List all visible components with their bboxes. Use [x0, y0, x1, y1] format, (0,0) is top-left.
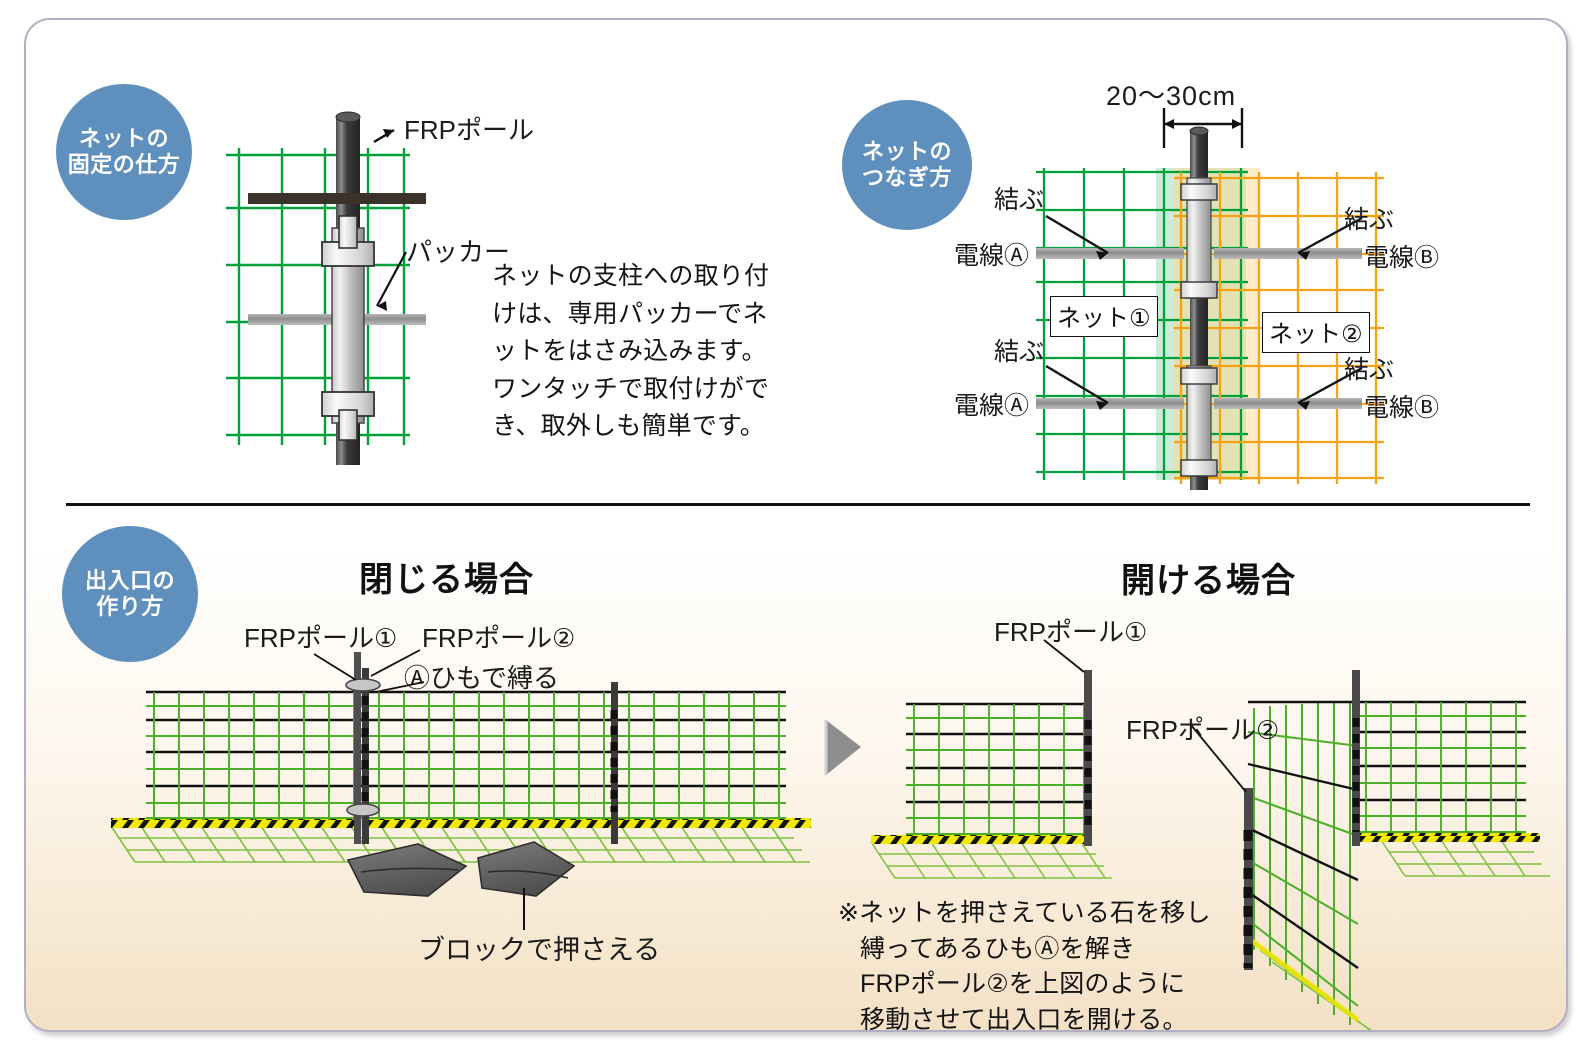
- label-open-frp-pole-1: FRPポール①: [994, 612, 1147, 649]
- block-rock-left: [346, 843, 468, 897]
- progress-arrow-triangle: [826, 720, 861, 775]
- badge-net-joining-line1: ネットの: [861, 139, 952, 165]
- heading-open-case-text: 開ける場合: [1121, 562, 1296, 600]
- label-dimension-text: 20〜30cm: [1106, 81, 1237, 111]
- closed-net-wall: [146, 690, 786, 820]
- label-tie-with-cord: Ⓐひもで縛る: [404, 658, 559, 695]
- heading-closed-case: 閉じる場合: [359, 552, 534, 601]
- label-closed-frp-pole-1-text: FRPポール①: [244, 623, 398, 653]
- label-closed-frp-pole-2: FRPポール②: [422, 618, 575, 655]
- label-wire-a-upper-text: 電線Ⓐ: [954, 242, 1030, 270]
- open-right-fence: [1358, 700, 1550, 877]
- fixing-description-line-3: ットをはさみ込みます。: [492, 337, 767, 365]
- label-wire-a-lower-text: 電線Ⓐ: [954, 392, 1030, 420]
- label-open-frp-pole-2: FRPポール②: [1126, 710, 1279, 747]
- open-case-note-line-2: 縛ってあるひもⒶを解き: [860, 934, 1136, 963]
- instruction-card: ネットの 固定の仕方: [24, 18, 1568, 1032]
- wire-a-lower-line: [1036, 398, 1184, 409]
- label-open-frp-pole-2-text: FRPポール②: [1126, 715, 1280, 745]
- wire-b-lower-line: [1214, 398, 1362, 409]
- label-hold-with-block-text: ブロックで押さえる: [418, 935, 661, 965]
- cord-ring-bottom: [346, 803, 380, 817]
- badge-gateway-line2: 作り方: [96, 594, 164, 619]
- panel-fixing-illustration: [226, 111, 426, 465]
- closed-ground-mesh: [110, 825, 810, 863]
- label-open-frp-pole-1-text: FRPポール①: [994, 617, 1148, 647]
- label-wire-b-lower-text: 電線Ⓑ: [1364, 394, 1440, 422]
- label-frp-pole-fixing-text: FRPポール: [404, 115, 535, 145]
- label-packer: パッカー: [406, 232, 510, 269]
- closed-hazard-stripe: [111, 818, 811, 828]
- wire-a-upper-line: [1036, 248, 1184, 259]
- fixing-description-line-5: き、取外しも簡単です。: [492, 412, 765, 440]
- label-tie-upper-right: 結ぶ: [1344, 200, 1394, 236]
- panel-joining-illustration: [1036, 108, 1384, 490]
- badge-net-fixing-line2: 固定の仕方: [67, 152, 181, 177]
- fixing-description-line-2: けは、専用パッカーでネ: [492, 299, 768, 328]
- label-net-1: ネット①: [1050, 296, 1158, 337]
- upper-wire: [248, 193, 426, 204]
- badge-net-joining: ネットの つなぎ方: [842, 100, 972, 230]
- heading-open-case: 開ける場合: [1121, 553, 1296, 602]
- open-swung-net-panel: [1246, 700, 1372, 1030]
- open-case-note-line-1: ※ネットを押さえている石を移し: [838, 899, 1211, 927]
- heading-closed-case-text: 閉じる場合: [359, 561, 534, 599]
- closed-frp-pole-1: [354, 652, 361, 844]
- label-wire-a-lower: 電線Ⓐ: [954, 386, 1029, 422]
- label-frp-pole-fixing: FRPポール: [404, 110, 534, 147]
- label-wire-b-lower: 電線Ⓑ: [1364, 388, 1439, 424]
- fixing-description-line-4: ワンタッチで取付けがで: [492, 374, 770, 403]
- label-dimension-20-30cm: 20〜30cm: [1106, 74, 1236, 113]
- label-tie-with-cord-text: Ⓐひもで縛る: [404, 663, 559, 693]
- label-tie-upper-left: 結ぶ: [994, 180, 1044, 216]
- label-tie-upper-left-text: 結ぶ: [994, 186, 1045, 214]
- label-tie-lower-right: 結ぶ: [1344, 350, 1394, 386]
- label-tie-lower-right-text: 結ぶ: [1344, 356, 1395, 384]
- label-wire-b-upper-text: 電線Ⓑ: [1364, 244, 1440, 272]
- cord-ring-top: [345, 678, 381, 692]
- closed-frp-pole-2: [362, 668, 369, 844]
- section-divider: [66, 503, 1530, 506]
- fixing-description: ネットの支柱への取り付 けは、専用パッカーでネ ットをはさみ込みます。 ワンタッ…: [492, 258, 792, 446]
- label-tie-upper-right-text: 結ぶ: [1344, 206, 1395, 234]
- label-wire-b-upper: 電線Ⓑ: [1364, 238, 1439, 274]
- block-rock-right: [477, 841, 576, 897]
- label-hold-with-block: ブロックで押さえる: [418, 928, 660, 967]
- badge-gateway-line1: 出入口の: [84, 568, 175, 594]
- label-packer-text: パッカー: [406, 237, 511, 267]
- label-wire-a-upper: 電線Ⓐ: [954, 236, 1029, 272]
- badge-net-fixing: ネットの 固定の仕方: [56, 84, 192, 220]
- label-net-2-text: ネット②: [1269, 321, 1363, 348]
- dimension-line: [1162, 108, 1244, 148]
- label-closed-frp-pole-1: FRPポール①: [244, 618, 397, 655]
- open-case-note-line-4: 移動させて出入口を開ける。: [860, 1005, 1188, 1032]
- badge-net-joining-line2: つなぎ方: [861, 165, 952, 190]
- label-tie-lower-left: 結ぶ: [994, 332, 1044, 368]
- badge-gateway: 出入口の 作り方: [62, 526, 198, 662]
- open-case-note: ※ネットを押さえている石を移し 縛ってあるひもⒶを解き FRPポール②を上図のよ…: [838, 896, 1238, 1032]
- label-closed-frp-pole-2-text: FRPポール②: [422, 623, 576, 653]
- label-net-2: ネット②: [1262, 312, 1370, 353]
- label-tie-lower-left-text: 結ぶ: [994, 338, 1045, 366]
- label-net-1-text: ネット①: [1057, 305, 1151, 332]
- panel-gateway-illustration: [110, 639, 1550, 1030]
- badge-net-fixing-line1: ネットの: [78, 126, 169, 152]
- open-case-note-line-3: FRPポール②を上図のように: [860, 970, 1186, 998]
- fixing-description-line-1: ネットの支柱への取り付: [492, 262, 770, 290]
- open-left-fence: [870, 702, 1112, 879]
- wire-b-upper-line: [1214, 248, 1362, 259]
